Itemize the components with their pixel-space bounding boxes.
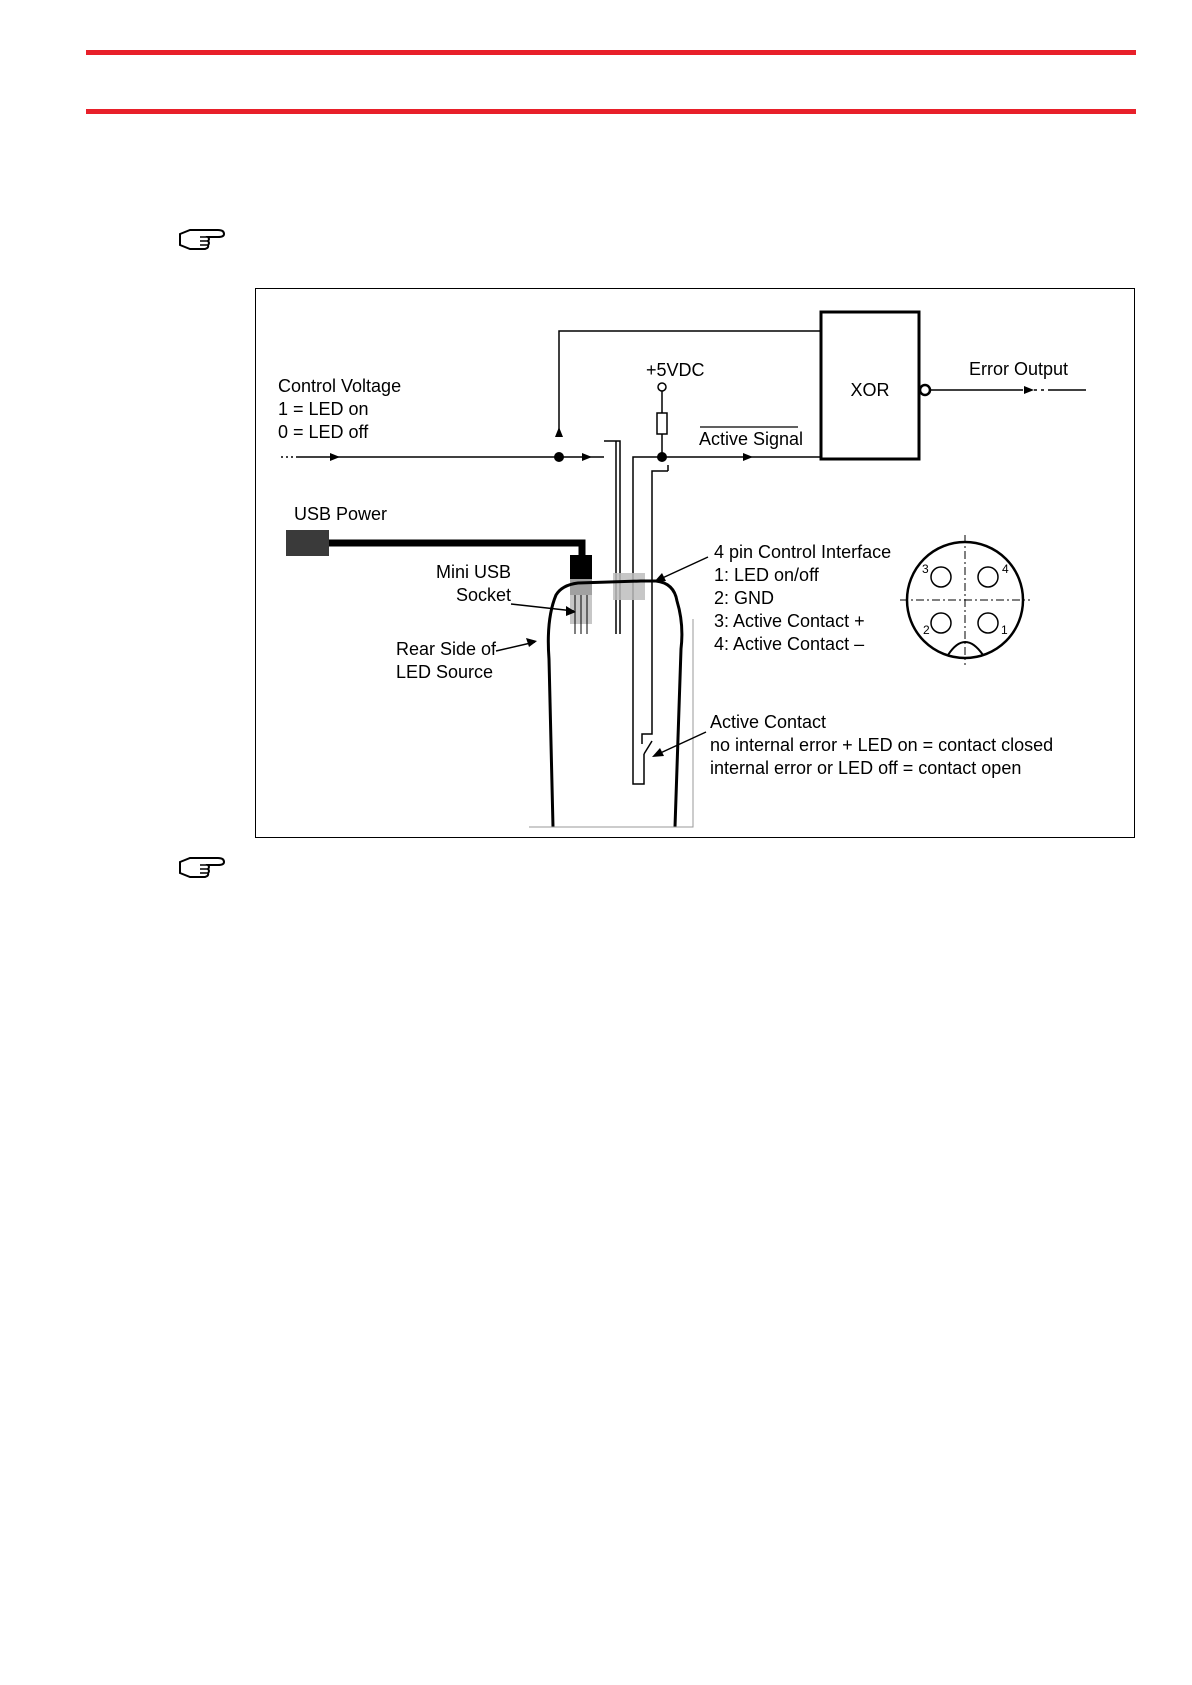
error-output-label: Error Output [969, 359, 1068, 379]
feedback-wire [558, 330, 821, 436]
active-contact-title: Active Contact [710, 712, 826, 732]
connector-pin-1: 1 [1001, 623, 1008, 637]
led-source-label: LED Source [396, 662, 493, 682]
connector-pin-2: 2 [923, 623, 930, 637]
mini-usb-label: Mini USB [436, 562, 511, 582]
active-contact-open: internal error or LED off = contact open [710, 758, 1021, 778]
xor-gate [819, 310, 921, 461]
usb-plug [286, 530, 329, 556]
interface-pin-2: 2: GND [714, 588, 774, 608]
interface-pin-1: 1: LED on/off [714, 565, 820, 585]
socket-label: Socket [456, 585, 511, 605]
control-interface-diagram: XOR Error Output +5VDC Active Signal Con… [255, 288, 1135, 838]
xor-label: XOR [850, 380, 889, 400]
leader-line [510, 603, 575, 612]
control-socket-highlight [613, 573, 645, 600]
pullup-resistor [656, 412, 668, 435]
leader-line [657, 556, 709, 581]
active-signal-label: Active Signal [699, 429, 803, 449]
arrow-left [654, 573, 666, 582]
interface-pin-3: 3: Active Contact + [714, 611, 865, 631]
pin4-wire [641, 470, 668, 744]
cutaway-line [529, 619, 694, 828]
supply-terminal [657, 382, 667, 392]
inverter-bubble [918, 383, 932, 397]
arrow-right [582, 453, 592, 461]
rear-side-label: Rear Side of [396, 639, 497, 659]
arrow-right [1024, 386, 1034, 394]
connector-pin-3: 3 [922, 562, 929, 576]
usb-power-label: USB Power [294, 504, 387, 524]
junction-dot [554, 452, 564, 462]
usb-cable [329, 539, 586, 557]
arrow-right [743, 453, 753, 461]
arrow-right [330, 453, 340, 461]
active-contact-closed: no internal error + LED on = contact clo… [710, 735, 1053, 755]
arrow-left [652, 748, 664, 757]
leader-line [655, 731, 707, 756]
pin1-wire [604, 440, 621, 634]
interface-title: 4 pin Control Interface [714, 542, 891, 562]
arrow-right [566, 606, 576, 616]
header-rule-bottom [86, 109, 1136, 114]
led-source-housing [546, 579, 684, 828]
pin3-wire [632, 456, 662, 785]
connector-pin-4: 4 [1002, 562, 1009, 576]
header-rule-top [86, 50, 1136, 55]
pointing-hand-icon [179, 857, 226, 878]
interface-pin-4: 4: Active Contact – [714, 634, 864, 654]
contact-switch [643, 740, 653, 755]
arrow-up [555, 427, 563, 437]
control-voltage-label: Control Voltage [278, 376, 401, 396]
supply-label: +5VDC [646, 360, 705, 380]
control-voltage-on: 1 = LED on [278, 399, 369, 419]
control-voltage-off: 0 = LED off [278, 422, 369, 442]
connector-pinout-icon [900, 535, 1030, 665]
arrow-right [526, 638, 537, 647]
pointing-hand-icon [179, 229, 226, 250]
